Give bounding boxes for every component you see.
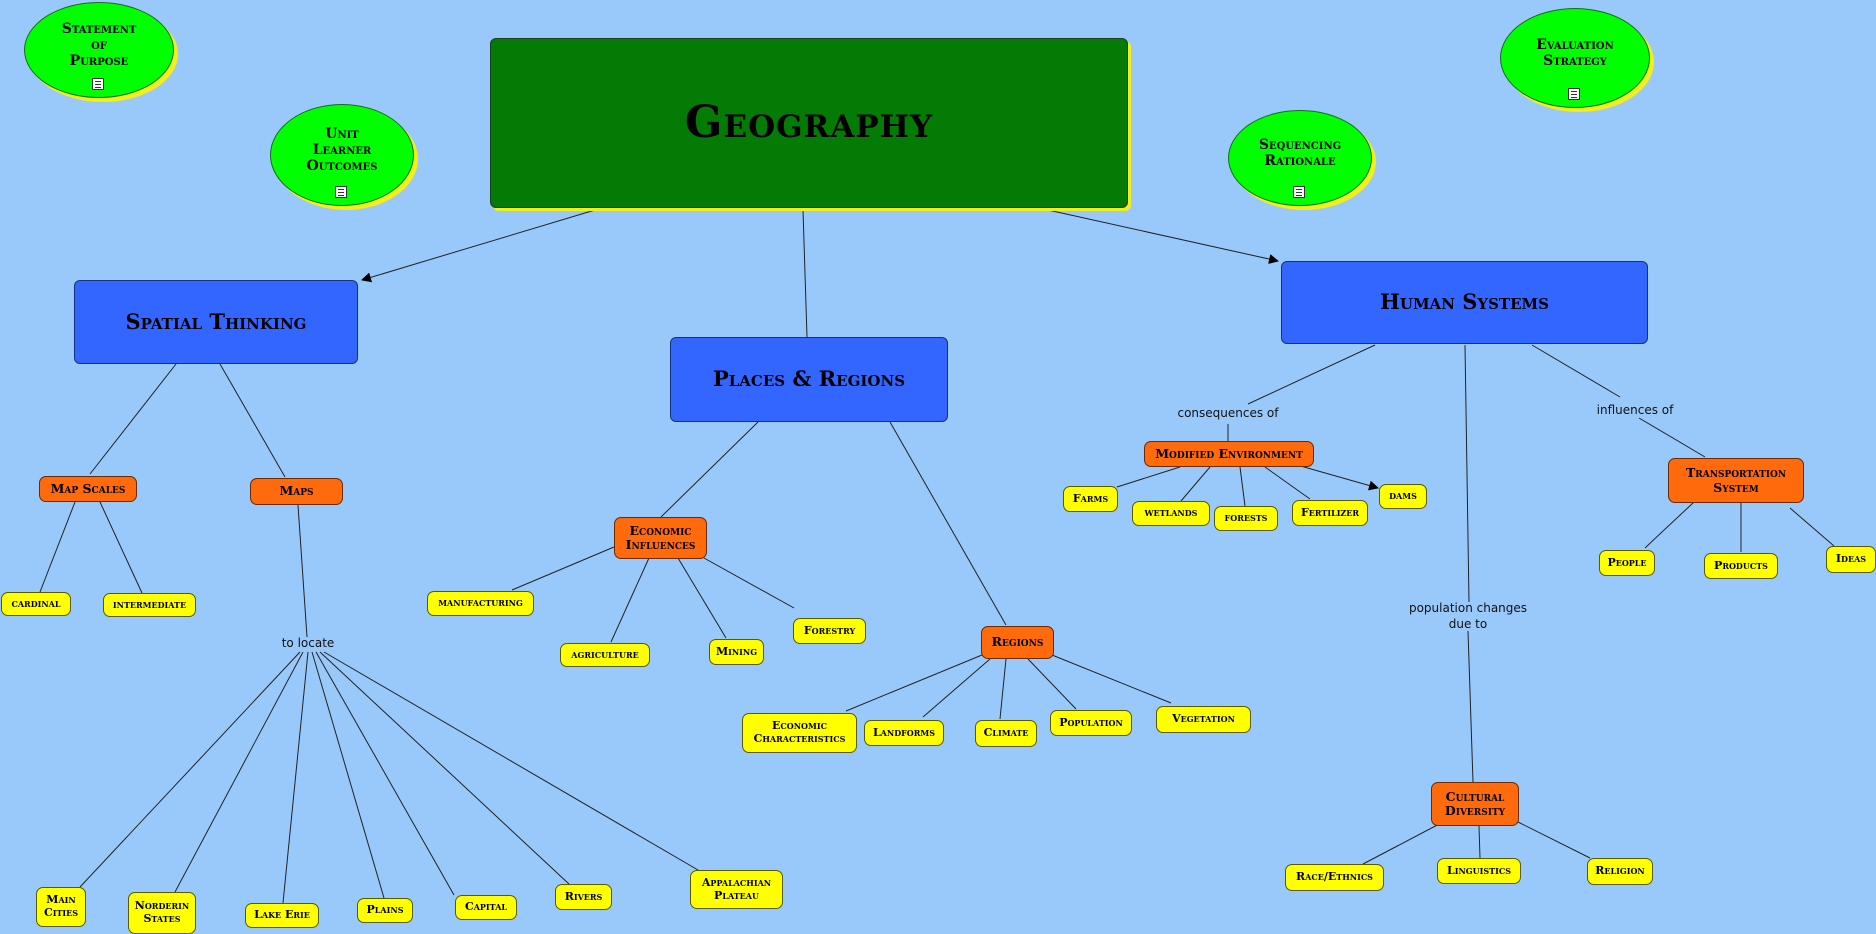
economic-characteristics-label: Economic Characteristics	[753, 719, 846, 745]
document-icon[interactable]	[335, 186, 347, 198]
map-scales-label: Map Scales	[50, 480, 126, 496]
population-label: Population	[1059, 715, 1123, 729]
spatial-thinking-node[interactable]: Spatial Thinking	[74, 280, 358, 364]
mining-node[interactable]: Mining	[709, 639, 764, 665]
transportation-system-label: Transportation System	[1685, 465, 1787, 495]
race-ethnics-node[interactable]: Race/Ethnics	[1285, 864, 1384, 891]
evaluation-strategy-ellipse[interactable]: Evaluation Strategy	[1500, 8, 1650, 108]
intermediate-label: intermediate	[112, 597, 187, 611]
forestry-label: Forestry	[803, 623, 856, 637]
economic-influences-node[interactable]: Economic Influences	[614, 517, 707, 559]
norderin-states-label: Norderin States	[134, 899, 190, 925]
forestry-node[interactable]: Forestry	[793, 618, 866, 644]
transportation-system-node[interactable]: Transportation System	[1668, 458, 1804, 503]
farms-node[interactable]: Farms	[1063, 486, 1118, 512]
human-systems-label: Human Systems	[1380, 289, 1549, 315]
linguistics-label: Linguistics	[1447, 863, 1511, 877]
religion-label: Religion	[1595, 864, 1645, 878]
manufacturing-node[interactable]: manufacturing	[427, 591, 534, 616]
document-icon[interactable]	[1293, 186, 1305, 198]
statement-of-purpose-ellipse[interactable]: Statement of Purpose	[24, 2, 174, 98]
products-label: Products	[1714, 558, 1768, 572]
to-locate-link-label: to locate	[281, 636, 335, 650]
people-node[interactable]: People	[1599, 550, 1655, 576]
population-changes-link-label: population changes due to	[1408, 601, 1528, 631]
unit-learner-outcomes-label: Unit Learner Outcomes	[306, 125, 378, 175]
document-icon[interactable]	[1568, 88, 1580, 100]
landforms-node[interactable]: Landforms	[864, 720, 944, 746]
consequences-of-link-label: consequences of	[1177, 406, 1279, 420]
maps-node[interactable]: Maps	[250, 478, 343, 505]
appalachian-plateau-label: Appalachian Plateau	[701, 875, 772, 902]
rivers-label: Rivers	[564, 889, 603, 903]
plains-node[interactable]: Plains	[357, 898, 413, 923]
linguistics-node[interactable]: Linguistics	[1437, 858, 1521, 884]
climate-label: Climate	[983, 726, 1029, 740]
cardinal-node[interactable]: cardinal	[1, 592, 71, 616]
fertilizer-label: Fertilizer	[1300, 505, 1360, 519]
lake-erie-label: Lake Erie	[254, 908, 310, 922]
spatial-thinking-label: Spatial Thinking	[125, 308, 307, 334]
appalachian-plateau-node[interactable]: Appalachian Plateau	[690, 870, 783, 909]
manufacturing-label: manufacturing	[438, 596, 523, 610]
wetlands-node[interactable]: wetlands	[1132, 501, 1210, 526]
economic-influences-label: Economic Influences	[625, 522, 696, 552]
landforms-label: Landforms	[872, 725, 936, 739]
ideas-node[interactable]: Ideas	[1826, 546, 1876, 573]
cultural-diversity-label: Cultural Diversity	[1444, 788, 1506, 818]
products-node[interactable]: Products	[1704, 553, 1778, 579]
forests-label: forests	[1224, 511, 1268, 525]
geography-title-node[interactable]: Geography	[490, 38, 1128, 208]
page-title: Geography	[684, 96, 934, 148]
climate-node[interactable]: Climate	[975, 720, 1037, 747]
capital-label: Capital	[464, 900, 508, 914]
regions-label: Regions	[991, 634, 1044, 650]
population-node[interactable]: Population	[1050, 710, 1132, 736]
main-cities-node[interactable]: Main Cities	[36, 887, 86, 927]
regions-node[interactable]: Regions	[981, 626, 1054, 659]
agriculture-label: agriculture	[571, 647, 639, 661]
maps-label: Maps	[279, 483, 314, 499]
religion-node[interactable]: Religion	[1587, 858, 1653, 885]
modified-environment-node[interactable]: Modified Environment	[1144, 441, 1314, 467]
map-scales-node[interactable]: Map Scales	[39, 476, 137, 502]
people-label: People	[1607, 555, 1647, 569]
ideas-label: Ideas	[1835, 552, 1867, 566]
cardinal-label: cardinal	[11, 596, 61, 610]
norderin-states-node[interactable]: Norderin States	[128, 892, 196, 934]
mining-label: Mining	[715, 644, 758, 658]
fertilizer-node[interactable]: Fertilizer	[1292, 500, 1368, 526]
cultural-diversity-node[interactable]: Cultural Diversity	[1431, 782, 1519, 826]
influences-of-link-label: influences of	[1596, 403, 1674, 417]
statement-of-purpose-label: Statement of Purpose	[61, 20, 137, 70]
document-icon[interactable]	[92, 78, 104, 90]
capital-node[interactable]: Capital	[455, 895, 517, 920]
human-systems-node[interactable]: Human Systems	[1281, 261, 1648, 344]
forests-node[interactable]: forests	[1214, 506, 1278, 531]
vegetation-node[interactable]: Vegetation	[1156, 706, 1251, 733]
wetlands-label: wetlands	[1144, 506, 1198, 520]
agriculture-node[interactable]: agriculture	[560, 643, 650, 667]
plains-label: Plains	[366, 903, 404, 917]
unit-learner-outcomes-ellipse[interactable]: Unit Learner Outcomes	[270, 104, 414, 206]
dams-label: dams	[1389, 489, 1417, 503]
evaluation-strategy-label: Evaluation Strategy	[1536, 36, 1614, 69]
sequencing-rationale-label: Sequencing Rationale	[1258, 136, 1342, 169]
farms-label: Farms	[1072, 491, 1109, 505]
economic-characteristics-node[interactable]: Economic Characteristics	[742, 713, 857, 753]
modified-environment-label: Modified Environment	[1155, 445, 1303, 461]
vegetation-label: Vegetation	[1172, 712, 1235, 726]
dams-node[interactable]: dams	[1379, 484, 1427, 509]
rivers-node[interactable]: Rivers	[555, 884, 612, 910]
places-regions-node[interactable]: Places & Regions	[670, 337, 948, 422]
main-cities-label: Main Cities	[43, 893, 79, 919]
race-ethnics-label: Race/Ethnics	[1296, 870, 1373, 884]
intermediate-node[interactable]: intermediate	[103, 593, 196, 617]
lake-erie-node[interactable]: Lake Erie	[245, 903, 319, 928]
places-regions-label: Places & Regions	[712, 366, 906, 392]
sequencing-rationale-ellipse[interactable]: Sequencing Rationale	[1228, 110, 1372, 206]
